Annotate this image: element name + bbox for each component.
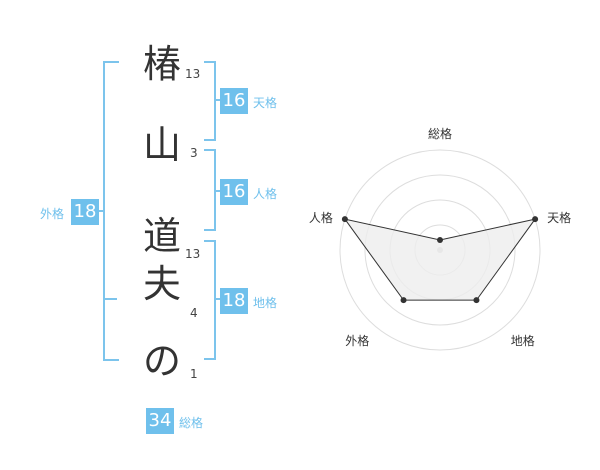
radar-point-3 [473, 297, 480, 304]
name-char-1: 椿 [142, 42, 181, 86]
radar-axis-label: 外格 [345, 333, 369, 348]
stroke-count-5: 1 [190, 367, 198, 381]
chikaku-connector [216, 298, 222, 300]
radar-axis-label: 天格 [547, 210, 571, 225]
tenkaku-connector [216, 99, 222, 101]
radar-grid-ring [364, 174, 516, 326]
chikaku-bracket [204, 240, 216, 360]
stroke-count-3: 13 [185, 247, 201, 261]
gaikaku-label: 外格 [40, 207, 65, 221]
tenkaku-value: 16 [220, 88, 248, 114]
radar-axis-label: 総格 [428, 126, 452, 141]
soukaku-label: 総格 [179, 416, 204, 430]
radar-area [343, 218, 537, 301]
name-char-3: 道 [142, 214, 181, 258]
chikaku-label: 地格 [253, 296, 278, 310]
jinkaku-connector [216, 190, 222, 192]
stroke-count-1: 13 [185, 67, 201, 81]
jinkaku-value: 16 [220, 179, 248, 205]
radar-point-4 [400, 297, 407, 304]
stroke-count-4: 4 [190, 306, 198, 320]
stroke-count-2: 3 [190, 146, 198, 160]
gaikaku-connector [96, 210, 104, 212]
tenkaku-label: 天格 [253, 96, 278, 110]
radar-grid-ring [339, 149, 541, 351]
tenkaku-bracket [204, 61, 216, 141]
name-char-2: 山 [142, 123, 181, 167]
bracket-divider [103, 298, 117, 300]
radar-point-1 [437, 237, 443, 243]
radar-axis-label: 地格 [511, 333, 535, 348]
name-char-5: の [142, 339, 181, 383]
gaikaku-value: 18 [71, 199, 99, 225]
radar-axis-label: 人格 [309, 210, 333, 225]
name-char-4: 夫 [142, 262, 181, 306]
radar-point-5 [341, 216, 348, 223]
jinkaku-bracket [204, 149, 216, 231]
jinkaku-label: 人格 [253, 187, 278, 201]
radar-point-2 [532, 216, 539, 223]
gaikaku-bracket [103, 61, 119, 361]
soukaku-value: 34 [146, 408, 174, 434]
chikaku-value: 18 [220, 288, 248, 314]
